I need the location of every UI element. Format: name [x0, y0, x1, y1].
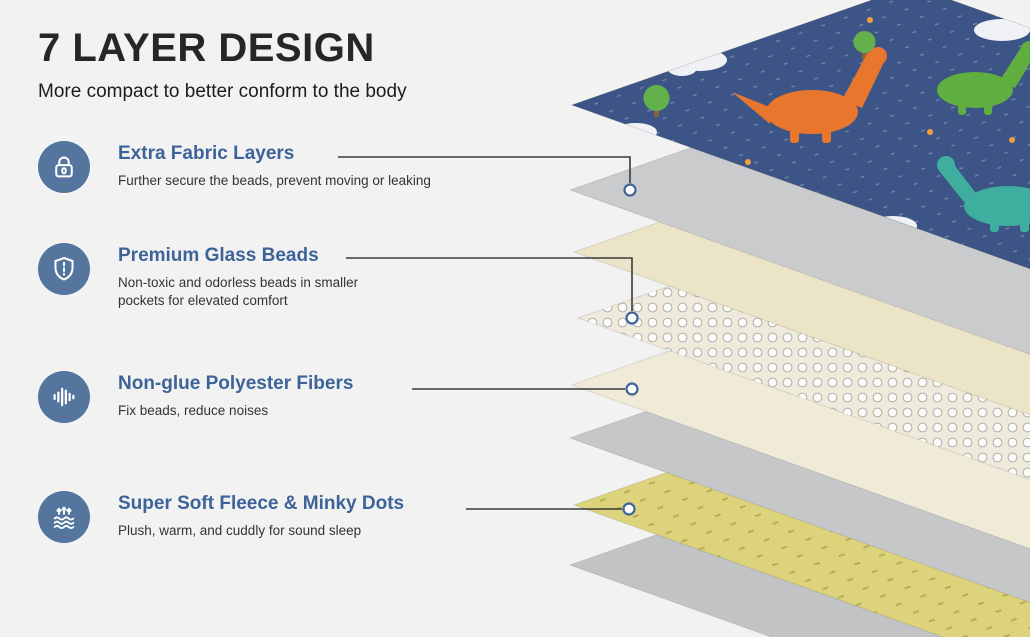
feature-extra-fabric-layers: Extra Fabric Layers Further secure the b… [38, 141, 431, 193]
feature-fleece-minky-dots: Super Soft Fleece & Minky Dots Plush, wa… [38, 491, 404, 543]
lock-icon [38, 141, 90, 193]
page-subtitle: More compact to better conform to the bo… [38, 81, 407, 102]
soundwave-icon [38, 371, 90, 423]
feature-description: Plush, warm, and cuddly for sound sleep [118, 523, 362, 538]
orange-dinosaur [732, 47, 887, 143]
teal-dinosaur [937, 156, 1030, 232]
feature-polyester-fibers: Non-glue Polyester Fibers Fix beads, red… [38, 371, 353, 423]
green-dinosaur [937, 41, 1030, 115]
header: 7 LAYER DESIGN More compact to better co… [38, 26, 407, 103]
feature-title: Super Soft Fleece & Minky Dots [118, 493, 405, 514]
feature-description: Further secure the beads, prevent moving… [118, 173, 431, 188]
feature-premium-glass-beads: Premium Glass Beads Non-toxic and odorle… [38, 243, 358, 310]
feature-description: Fix beads, reduce noises [118, 403, 269, 418]
feature-description: Non-toxic and odorless beads in smaller … [118, 275, 359, 309]
page-title: 7 LAYER DESIGN [38, 26, 375, 70]
shield-icon [38, 243, 90, 295]
feature-title: Non-glue Polyester Fibers [118, 373, 354, 394]
waves-icon [38, 491, 90, 543]
feature-title: Premium Glass Beads [118, 245, 319, 266]
feature-title: Extra Fabric Layers [118, 143, 295, 164]
